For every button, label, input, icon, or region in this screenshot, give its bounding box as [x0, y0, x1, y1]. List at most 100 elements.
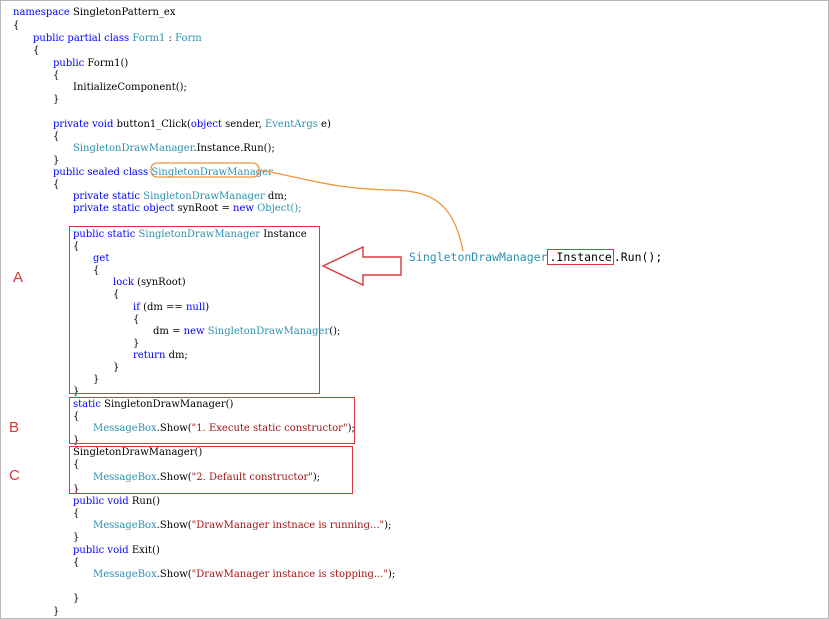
code-token: InitializeComponent();: [73, 82, 187, 93]
code-token: Object();: [257, 203, 302, 214]
class-name-highlight: [150, 162, 260, 178]
code-line: }: [73, 593, 79, 605]
code-token: synRoot =: [177, 203, 233, 214]
code-token: ): [205, 302, 210, 313]
code-token: .Show(: [156, 472, 192, 483]
code-token: "DrawManager instance is stopping...": [191, 569, 389, 580]
code-token: {: [53, 131, 60, 142]
code-token: );: [347, 423, 355, 434]
code-line: }: [133, 338, 139, 350]
code-token: "2. Default constructor": [191, 472, 313, 483]
code-token: {: [73, 411, 80, 422]
code-line: dm = new SingletonDrawManager();: [153, 326, 340, 338]
code-line: }: [93, 374, 99, 386]
code-line: MessageBox.Show("DrawManager instnace is…: [93, 520, 391, 532]
code-token: private static object: [73, 203, 178, 214]
code-token: (synRoot): [137, 277, 186, 288]
code-token: {: [13, 20, 20, 31]
code-line: static SingletonDrawManager(): [73, 399, 233, 411]
code-line: public partial class Form1 : Form: [33, 33, 202, 45]
code-line: MessageBox.Show("2. Default constructor"…: [93, 472, 320, 484]
code-token: ();: [329, 326, 341, 337]
code-token: public static: [73, 229, 139, 240]
code-line: if (dm == null): [133, 302, 209, 314]
code-token: );: [388, 569, 396, 580]
code-line: {: [133, 314, 139, 326]
code-token: Exit(): [131, 545, 160, 556]
code-token: SingletonDrawManager: [207, 326, 330, 337]
code-line: {: [13, 20, 19, 32]
code-token: "1. Execute static constructor": [191, 423, 348, 434]
code-line: {: [53, 179, 59, 191]
code-token: .Instance.Run();: [193, 143, 275, 154]
code-line: public void Exit(): [73, 545, 160, 557]
code-token: SingletonDrawManager: [73, 143, 194, 154]
code-token: MessageBox: [93, 423, 157, 434]
code-token: SingletonDrawManager(): [73, 447, 203, 458]
code-token: .Show(: [156, 423, 192, 434]
code-token: {: [73, 557, 80, 568]
callout-expression: SingletonDrawManager.Instance.Run();: [409, 249, 662, 265]
code-token: .Show(: [156, 520, 192, 531]
code-line: {: [33, 45, 39, 57]
code-token: }: [113, 362, 120, 373]
code-token: }: [93, 374, 100, 385]
code-token: Form1: [132, 33, 166, 44]
code-token: e): [321, 119, 331, 130]
code-token: }: [53, 155, 60, 166]
code-token: private static: [73, 191, 144, 202]
code-line: }: [73, 532, 79, 544]
code-line: }: [73, 386, 79, 398]
label-c: C: [9, 467, 20, 484]
code-token: :: [165, 33, 176, 44]
code-token: SingletonDrawManager: [151, 167, 273, 178]
code-token: {: [53, 70, 60, 81]
code-line: }: [53, 155, 59, 167]
code-token: {: [73, 459, 80, 470]
code-token: object: [190, 119, 226, 130]
leader-line: [258, 169, 464, 252]
code-token: Instance: [263, 229, 307, 240]
code-token: dm;: [267, 191, 288, 202]
code-line: public void Run(): [73, 496, 160, 508]
code-token: Run(): [131, 496, 161, 507]
code-line: }: [113, 362, 119, 374]
code-line: InitializeComponent();: [73, 82, 187, 94]
code-line: public sealed class SingletonDrawManager: [53, 167, 273, 179]
callout-class: SingletonDrawManager: [409, 250, 548, 264]
code-line: }: [53, 606, 59, 618]
code-token: EventArgs: [264, 119, 322, 130]
code-token: SingletonDrawManager: [138, 229, 264, 240]
code-line: {: [73, 241, 79, 253]
code-token: {: [113, 289, 120, 300]
code-token: Form1(): [87, 58, 129, 69]
code-token: "DrawManager instnace is running...": [191, 520, 385, 531]
code-token: public sealed class: [53, 167, 152, 178]
box-b-static-constructor: [69, 397, 355, 444]
code-token: {: [73, 508, 80, 519]
code-token: SingletonPattern_ex: [73, 7, 176, 18]
code-token: }: [73, 386, 80, 397]
code-token: }: [73, 593, 80, 604]
code-token: MessageBox: [93, 520, 157, 531]
code-line: get: [93, 253, 109, 265]
code-token: {: [133, 314, 140, 325]
code-token: sender,: [225, 119, 265, 130]
code-token: SingletonDrawManager(): [104, 399, 234, 410]
code-token: {: [73, 241, 80, 252]
code-token: return: [133, 350, 169, 361]
callout-run: .Run();: [613, 250, 663, 264]
code-token: (dm ==: [143, 302, 186, 313]
code-token: {: [33, 45, 40, 56]
code-line: return dm;: [133, 350, 188, 362]
code-token: }: [133, 338, 140, 349]
arrow-pointer: [321, 245, 402, 287]
code-line: {: [73, 508, 79, 520]
code-token: null: [185, 302, 206, 313]
code-line: }: [73, 435, 79, 447]
box-a-instance-property: [69, 226, 320, 394]
code-token: }: [73, 532, 80, 543]
code-token: SingletonDrawManager: [143, 191, 268, 202]
